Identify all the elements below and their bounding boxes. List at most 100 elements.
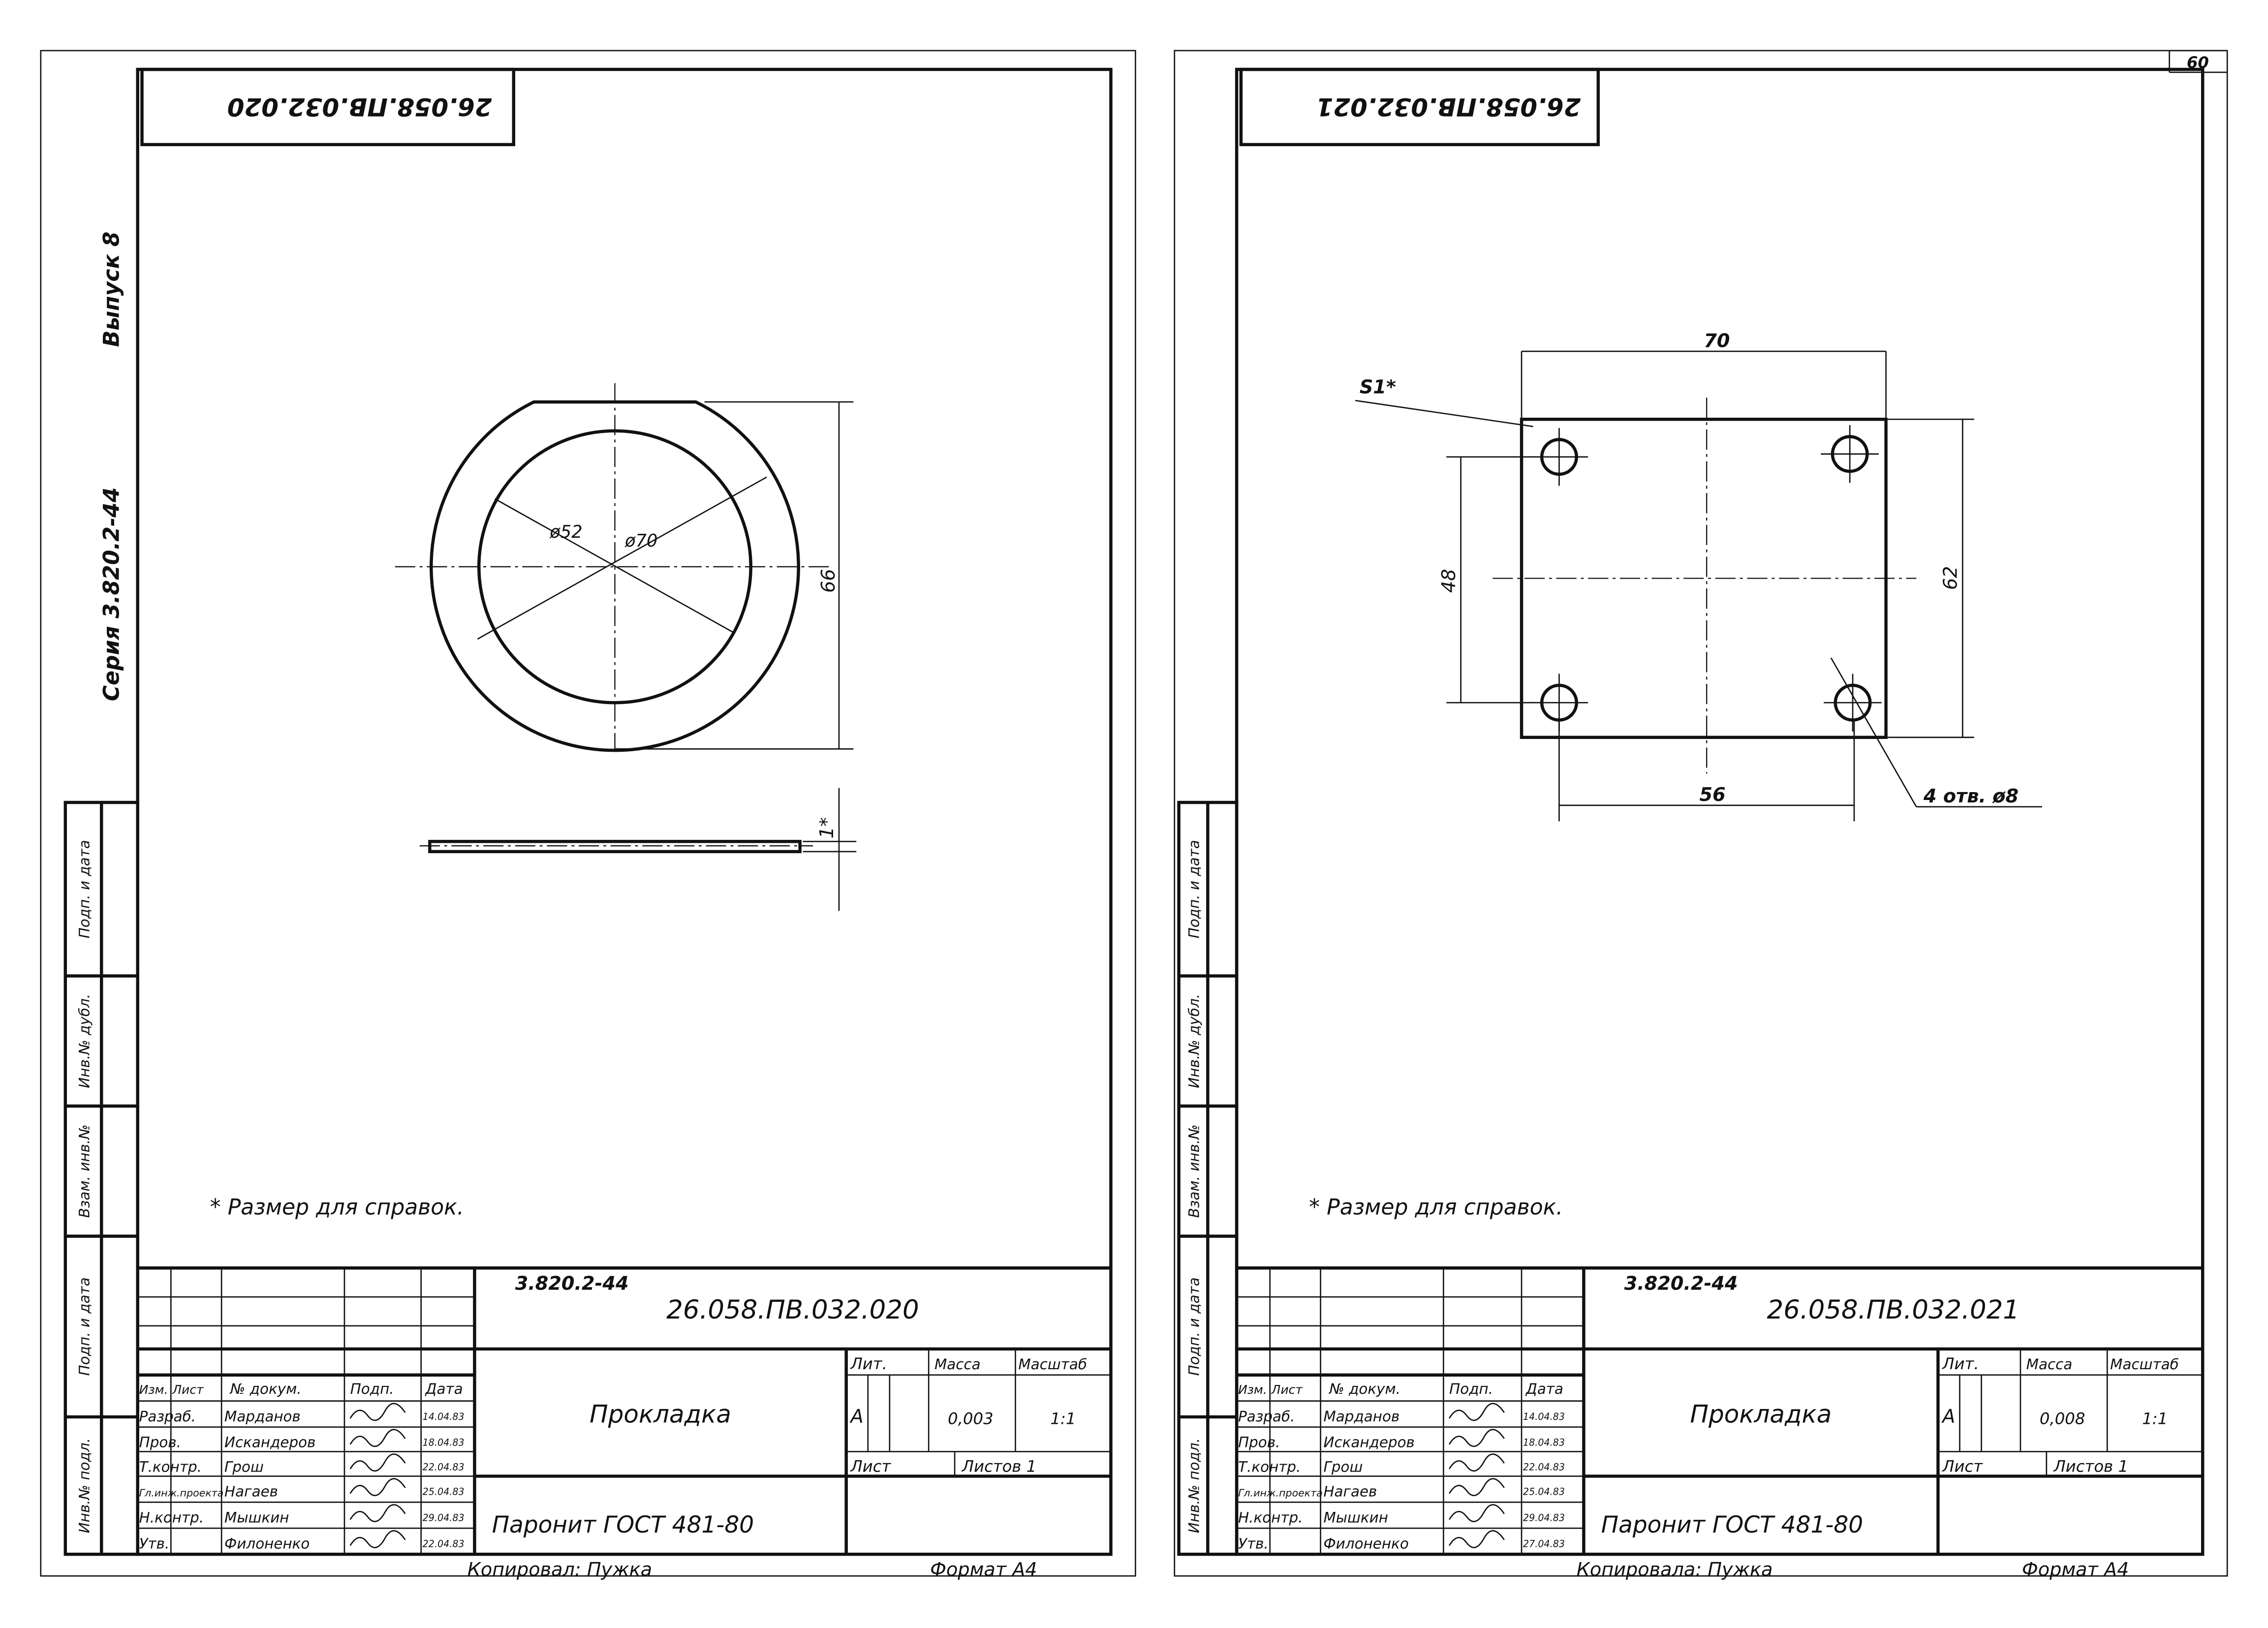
person-role: Разраб.: [1238, 1408, 1295, 1425]
header-mass: Масса: [2026, 1356, 2073, 1373]
designation: 26.058.ПВ.032.020: [666, 1295, 919, 1325]
series-code: 3.820.2-44: [1624, 1273, 1738, 1294]
header-lit: Лит.: [850, 1354, 887, 1373]
person-name: Мышкин: [1323, 1509, 1388, 1526]
side-strip-label: Инв.№ подл.: [76, 1438, 93, 1533]
signature-mark: [1449, 1504, 1505, 1522]
side-strip-label: Взам. инв.№: [76, 1124, 93, 1218]
holes-callout: 4 отв. ø8: [1923, 786, 2019, 807]
thickness-label: S1*: [1360, 376, 1396, 398]
signature-mark: [349, 1453, 406, 1472]
person-date: 29.04.83: [1523, 1512, 1565, 1524]
person-role: Пров.: [139, 1434, 181, 1451]
chord-dimension-label: 66: [818, 569, 839, 593]
header-date: Дата: [425, 1381, 463, 1397]
dimension-line: [494, 498, 736, 634]
mass-value: 0,003: [948, 1410, 994, 1428]
leader-line: [1830, 657, 1917, 807]
person-date: 14.04.83: [423, 1411, 465, 1422]
header-date: Дата: [1525, 1381, 1563, 1397]
side-strip-label: Подп. и дата: [76, 1277, 93, 1376]
person-role: Утв.: [139, 1535, 170, 1552]
material: Паронит ГОСТ 481-80: [492, 1511, 754, 1538]
person-name: Грош: [1323, 1459, 1363, 1475]
person-role: Разраб.: [139, 1408, 196, 1425]
height-dimension-label: 62: [1940, 566, 1962, 590]
designation: 26.058.ПВ.032.021: [1767, 1295, 2019, 1325]
lit-value: А: [1941, 1406, 1955, 1428]
person-date: 18.04.83: [1523, 1437, 1565, 1448]
signature-mark: [349, 1478, 406, 1496]
header-list: Лист: [1271, 1382, 1304, 1397]
header-sheet: Лист: [1942, 1457, 1983, 1476]
person-role: Т.контр.: [1238, 1459, 1301, 1475]
outer-diameter-label: ø70: [624, 531, 657, 551]
person-date: 25.04.83: [423, 1486, 465, 1498]
reference-note: * Размер для справок.: [210, 1195, 464, 1220]
person-date: 14.04.83: [1523, 1411, 1565, 1422]
person-name: Нагаев: [224, 1483, 278, 1500]
person-date: 22.04.83: [423, 1538, 465, 1549]
header-sheets-count: Листов 1: [2053, 1457, 2129, 1476]
header-list: Лист: [172, 1382, 204, 1397]
person-role: Утв.: [1238, 1535, 1269, 1552]
format-label: Формат А4: [2022, 1559, 2129, 1581]
person-name: Мышкин: [224, 1509, 289, 1526]
person-date: 18.04.83: [423, 1437, 465, 1448]
signature-mark: [349, 1403, 406, 1421]
person-date: 27.04.83: [1523, 1538, 1565, 1549]
header-doc-no: № докум.: [229, 1381, 302, 1397]
copied-by: Копировала: Пужка: [1577, 1559, 1773, 1581]
person-role: Гл.инж.проекта: [139, 1487, 224, 1499]
person-name: Искандеров: [1323, 1434, 1414, 1451]
header-sign: Подп.: [1449, 1381, 1493, 1397]
person-date: 25.04.83: [1523, 1486, 1565, 1498]
header-scale: Масштаб: [1018, 1356, 1087, 1373]
person-name: Филоненко: [1323, 1535, 1408, 1552]
person-name: Искандеров: [224, 1434, 315, 1451]
person-date: 29.04.83: [423, 1512, 465, 1524]
signature-mark: [1449, 1403, 1505, 1421]
washer-side-view: [428, 840, 802, 854]
top-stamp-designation: 26.058.ПВ.032.021: [1316, 92, 1581, 121]
side-strip-label: Подп. и дата: [1186, 840, 1203, 938]
signature-mark: [1449, 1530, 1505, 1548]
side-strip-label: Инв.№ дубл.: [1186, 994, 1203, 1088]
person-name: Нагаев: [1323, 1483, 1377, 1500]
signature-mark: [1449, 1453, 1505, 1472]
header-scale: Масштаб: [2110, 1356, 2179, 1373]
header-lit: Лит.: [1942, 1354, 1979, 1373]
part-name: Прокладка: [590, 1400, 731, 1429]
signature-mark: [349, 1530, 406, 1548]
person-date: 22.04.83: [423, 1462, 465, 1473]
signature-mark: [349, 1504, 406, 1522]
lit-value: А: [849, 1406, 864, 1428]
person-role: Пров.: [1238, 1434, 1280, 1451]
width-dimension-label: 70: [1704, 330, 1730, 352]
signature-mark: [1449, 1429, 1505, 1447]
header-izm: Изм.: [1238, 1382, 1267, 1397]
person-role: Гл.инж.проекта: [1238, 1487, 1323, 1499]
top-stamp-box: [1239, 67, 1600, 147]
inner-diameter-label: ø52: [549, 522, 582, 542]
copied-by: Копировал: Пужка: [467, 1559, 652, 1581]
side-strip-label: Подп. и дата: [76, 840, 93, 938]
person-name: Марданов: [224, 1408, 301, 1425]
person-name: Филоненко: [224, 1535, 310, 1552]
reference-note: * Размер для справок.: [1309, 1195, 1563, 1220]
person-name: Марданов: [1323, 1408, 1399, 1425]
header-sign: Подп.: [350, 1381, 394, 1397]
person-name: Грош: [224, 1459, 264, 1475]
part-name: Прокладка: [1690, 1400, 1832, 1429]
person-role: Н.контр.: [139, 1509, 204, 1526]
signature-mark: [349, 1429, 406, 1447]
mass-value: 0,008: [2040, 1410, 2085, 1428]
header-sheet: Лист: [850, 1457, 892, 1476]
format-label: Формат А4: [930, 1559, 1037, 1581]
